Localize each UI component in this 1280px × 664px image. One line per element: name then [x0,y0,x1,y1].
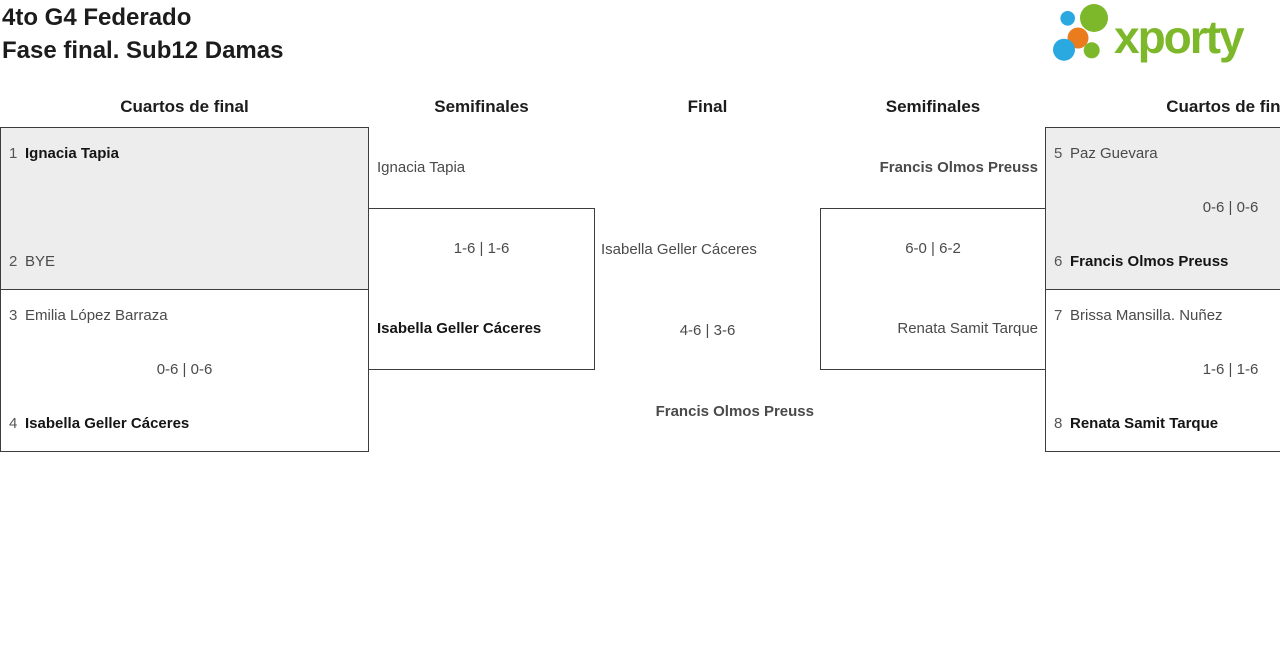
match-score: 1-6 | 1-6 [453,240,510,257]
player-row: 5 Paz Guevara [1046,144,1280,164]
player-row: Isabella Geller Cáceres [369,319,594,339]
match-score: 6-0 | 6-2 [905,240,961,257]
player-row: 7 Brissa Mansilla. Nuñez [1046,306,1280,326]
match-score: 4-6 | 3-6 [679,322,736,339]
player-row: 2 BYE [1,252,368,272]
page-title: 4to G4 Federado Fase final. Sub12 Damas [2,1,283,67]
player-name: Isabella Geller Cáceres [601,241,757,258]
round-header-semifinals-right: Semifinales [885,97,981,116]
match-qf-right-2: 7 Brissa Mansilla. Nuñez 1-6 | 1-6 8 Ren… [1045,289,1280,452]
round-header-quarterfinals-right: Cuartos de final [1166,97,1280,116]
match-qf-right-1: 5 Paz Guevara 0-6 | 0-6 6 Francis Olmos … [1045,127,1280,290]
champion-name: Francis Olmos Preuss [655,403,814,420]
seed-number: 6 [1054,253,1063,270]
player-row: 8 Renata Samit Tarque [1046,414,1280,434]
player-name: Ignacia Tapia [377,159,466,176]
player-name: Isabella Geller Cáceres [377,320,542,337]
player-name: Francis Olmos Preuss [1070,253,1229,270]
player-row: Renata Samit Tarque [821,319,1045,339]
player-name: Isabella Geller Cáceres [25,415,190,432]
player-name: Renata Samit Tarque [1070,415,1219,432]
player-name: Renata Samit Tarque [897,320,1038,337]
match-qf-left-2: 3 Emilia López Barraza 0-6 | 0-6 4 Isabe… [0,289,369,452]
player-row: 6 Francis Olmos Preuss [1046,252,1280,272]
player-name: Francis Olmos Preuss [879,159,1038,176]
logo-wordmark: xporty [1114,11,1245,63]
player-name: BYE [25,253,56,270]
seed-number: 2 [9,253,18,270]
match-score: 0-6 | 0-6 [156,361,213,378]
tournament-phase: Fase final. Sub12 Damas [2,37,284,64]
seed-number: 7 [1054,307,1063,324]
player-name: Ignacia Tapia [25,145,119,162]
player-name: Emilia López Barraza [25,307,168,324]
player-name: Paz Guevara [1070,145,1158,162]
round-header-final: Final [687,97,728,116]
tournament-name: 4to G4 Federado [2,4,192,31]
player-row: 3 Emilia López Barraza [1,306,368,326]
seed-number: 1 [9,145,18,162]
match-semifinal-right: 6-0 | 6-2 Renata Samit Tarque [820,208,1046,370]
seed-number: 4 [9,415,18,432]
match-score: 1-6 | 1-6 [1202,361,1259,378]
player-row: 4 Isabella Geller Cáceres [1,414,368,434]
player-name: Brissa Mansilla. Nuñez [1070,307,1223,324]
match-semifinal-left: 1-6 | 1-6 Isabella Geller Cáceres [368,208,595,370]
round-header-semifinals-left: Semifinales [434,97,529,116]
seed-number: 3 [9,307,18,324]
match-qf-left-1: 1 Ignacia Tapia 2 BYE [0,127,369,290]
logo-dots-icon [1053,4,1108,61]
seed-number: 5 [1054,145,1063,162]
match-score: 0-6 | 0-6 [1202,199,1259,216]
match-score [1,198,368,218]
xporty-logo[interactable]: xporty [1050,4,1280,70]
round-header-quarterfinals-left: Cuartos de final [120,97,249,116]
player-row: 1 Ignacia Tapia [1,144,368,164]
seed-number: 8 [1054,415,1063,432]
